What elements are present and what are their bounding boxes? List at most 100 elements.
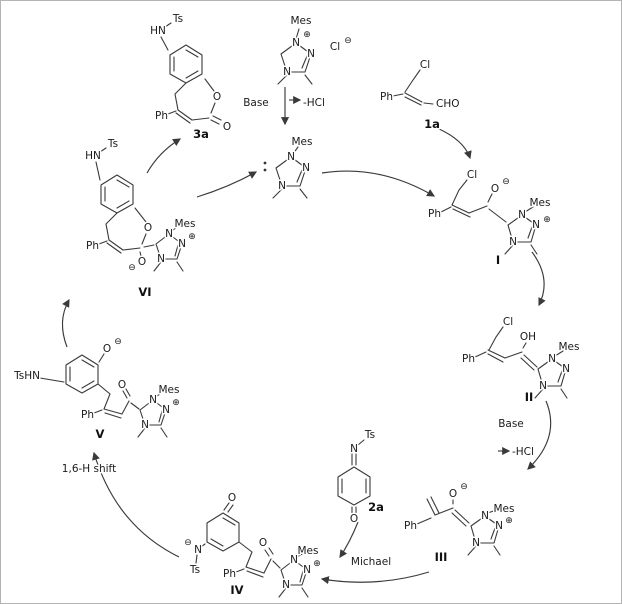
compound-label-III: III	[435, 550, 448, 564]
o-atom-label: O	[228, 492, 236, 504]
compound-label-2a: 2a	[368, 500, 384, 514]
arrow-I-to-II	[531, 251, 546, 307]
cl-atom-label: Cl	[330, 41, 340, 53]
n-atom-label: N	[532, 219, 540, 231]
n-atom-label: N	[548, 353, 556, 365]
ph-group-label: Ph	[380, 91, 393, 103]
o-atom-label: O	[103, 343, 111, 355]
o-atom-label: O	[223, 121, 231, 133]
arrow-III-to-IV	[320, 571, 430, 585]
ph-group-label: Ph	[462, 353, 475, 365]
minus-charge: ⊖	[128, 263, 136, 273]
ts-group-label: Ts	[107, 138, 118, 150]
ts-group-label: Ts	[189, 564, 200, 576]
mes-label: Mes	[291, 15, 312, 27]
compound-label-1a: 1a	[424, 117, 440, 131]
step-annotations: Base -HCl Base -HCl Michael 1,6-H shift	[60, 96, 535, 570]
compound-label-IV: IV	[230, 583, 243, 597]
annotation-hcl: -HCl	[512, 446, 534, 458]
arrow-VI-to-3a	[146, 138, 182, 174]
arrow-VI-to-carbene	[196, 171, 258, 198]
mes-label: Mes	[559, 341, 580, 353]
reaction-arrows	[61, 87, 552, 585]
minus-charge: ⊖	[114, 337, 122, 347]
o-atom-label: O	[259, 537, 267, 549]
ts-group-label: Ts	[364, 429, 375, 441]
plus-charge: ⊕	[188, 232, 196, 242]
plus-charge: ⊕	[313, 559, 321, 569]
annotation-base: Base	[498, 418, 524, 430]
structure-1a: Cl Ph CHO 1a	[379, 58, 462, 133]
arrow-carbene-to-I	[321, 170, 436, 197]
mes-label: Mes	[292, 136, 313, 148]
minus-charge: ⊖	[184, 538, 192, 548]
compound-label-II: II	[525, 390, 534, 404]
structure-IV: O N ⊖ Ts Ph O Mes N N N ⊕ IV	[183, 491, 323, 599]
plus-charge: ⊕	[172, 398, 180, 408]
n-atom-label: N	[307, 48, 315, 60]
carbene-lone-pair-dots	[263, 161, 267, 172]
structure-VI: Ts HN Ph O O ⊖ Mes N N N ⊕ VI	[84, 137, 198, 301]
o-atom-label: O	[350, 513, 358, 525]
arrow-V-to-VI	[61, 298, 70, 348]
hn-group-label: HN	[150, 25, 166, 37]
n-atom-label: N	[350, 443, 358, 455]
structure-nhc-carbene: Mes N N N	[263, 135, 314, 199]
compound-label-VI: VI	[138, 285, 151, 299]
n-atom-label: N	[290, 554, 298, 566]
n-atom-label: N	[149, 394, 157, 406]
n-atom-label: N	[562, 363, 570, 375]
structure-III: Ph O ⊖ Mes N N N ⊕ III	[403, 481, 517, 566]
n-atom-label: N	[539, 380, 547, 392]
hn-group-label: HN	[85, 150, 101, 162]
structure-catalyst-salt: Mes N N N ⊕ Cl ⊖	[277, 14, 353, 85]
n-atom-label: N	[481, 510, 489, 522]
structure-II: Cl Ph OH Mes N N N II	[461, 315, 582, 406]
arrow-2a-entry	[339, 521, 359, 559]
ph-group-label: Ph	[404, 520, 417, 532]
structure-I: Cl Ph O ⊖ Mes N N N ⊕ I	[427, 168, 553, 269]
compound-label-V: V	[96, 427, 105, 441]
ph-group-label: Ph	[223, 568, 236, 580]
cl-atom-label: Cl	[420, 59, 430, 71]
mes-label: Mes	[175, 218, 196, 230]
cho-group-label: CHO	[436, 98, 460, 110]
n-atom-label: N	[165, 228, 173, 240]
plus-charge: ⊕	[505, 516, 513, 526]
o-atom-label: O	[491, 183, 499, 195]
n-atom-label: N	[495, 520, 503, 532]
ph-group-label: Ph	[86, 240, 99, 252]
minus-charge: ⊖	[344, 36, 352, 46]
n-atom-label: N	[278, 180, 286, 192]
n-atom-label: N	[287, 151, 295, 163]
mes-label: Mes	[159, 384, 180, 396]
ts-group-label: Ts	[172, 13, 183, 25]
plus-charge: ⊕	[303, 30, 311, 40]
n-atom-label: N	[292, 37, 300, 49]
ph-group-label: Ph	[428, 208, 441, 220]
cl-atom-label: Cl	[503, 316, 513, 328]
o-atom-label: O	[144, 222, 152, 234]
n-atom-label: N	[283, 66, 291, 78]
compound-label-3a: 3a	[193, 127, 209, 141]
structure-2a: Ts N O 2a	[337, 428, 385, 527]
o-atom-label: O	[449, 488, 457, 500]
n-atom-label: N	[302, 162, 310, 174]
n-atom-label: N	[194, 544, 202, 556]
cl-atom-label: Cl	[467, 169, 477, 181]
oh-group-label: OH	[520, 331, 536, 343]
compound-label-I: I	[496, 253, 500, 267]
mes-label: Mes	[494, 503, 515, 515]
annotation-h-shift: 1,6-H shift	[62, 463, 116, 475]
n-atom-label: N	[518, 209, 526, 221]
structure-V: TsHN O ⊖ Ph O Mes N N N ⊕ V	[12, 336, 182, 443]
mes-label: Mes	[530, 197, 551, 209]
n-atom-label: N	[157, 253, 165, 265]
annotation-base: Base	[243, 97, 269, 109]
n-atom-label: N	[162, 404, 170, 416]
ph-group-label: Ph	[81, 409, 94, 421]
arrow-1a-entry	[436, 127, 472, 160]
minus-charge: ⊖	[502, 177, 510, 187]
